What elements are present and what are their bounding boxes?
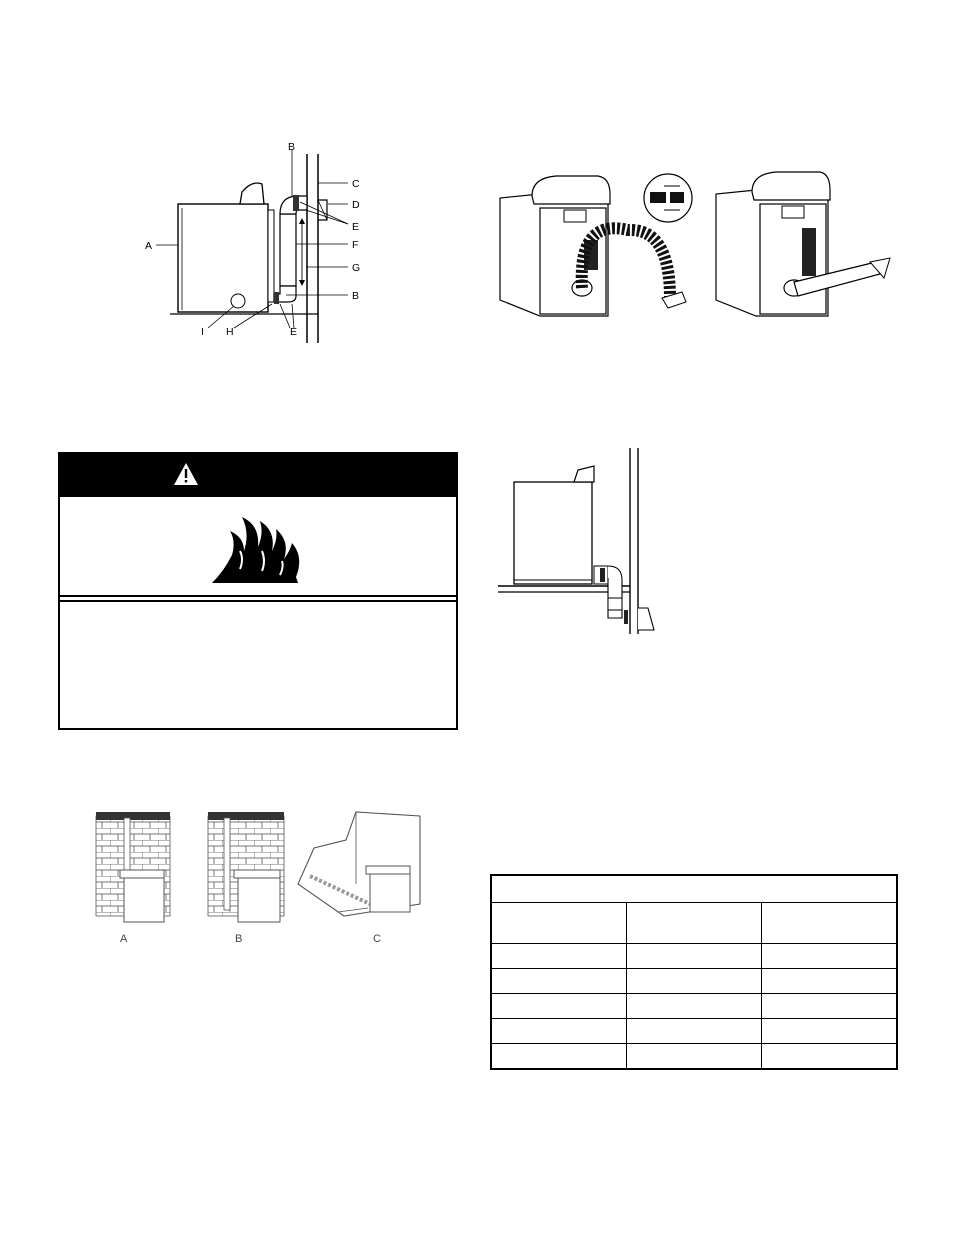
table-cell <box>761 968 898 994</box>
dryer-duct-routing-figure <box>499 171 891 317</box>
table-row <box>490 943 898 969</box>
table-cell <box>625 1018 763 1044</box>
table-cell <box>761 1018 898 1044</box>
option-c-label: C <box>373 933 381 945</box>
floor-vent-figure <box>498 448 655 634</box>
option-b-label: B <box>235 933 242 945</box>
table-cell <box>490 1043 627 1070</box>
table-cell <box>490 993 627 1019</box>
vent-route-options-figure: A B C <box>95 811 421 945</box>
vent-side-view-figure: A B C D E F G B I H E <box>145 141 360 343</box>
label-f: F <box>352 239 358 251</box>
warning-box <box>58 452 458 730</box>
table-cell <box>625 993 763 1019</box>
table-header-cell <box>490 902 627 944</box>
table-cell <box>761 993 898 1019</box>
label-e-top: E <box>352 221 359 233</box>
table-title-row <box>490 874 898 903</box>
table-cell <box>625 943 763 969</box>
fire-hazard-icon <box>212 517 300 583</box>
label-c: C <box>352 178 360 190</box>
warning-header <box>60 454 456 497</box>
table-cell <box>761 1043 898 1070</box>
table-row <box>490 993 898 1019</box>
table-cell <box>490 1018 627 1044</box>
label-g: G <box>352 262 360 274</box>
label-h: H <box>226 326 234 338</box>
table-header-row <box>490 902 898 944</box>
table-cell <box>490 943 627 969</box>
table-cell <box>625 1043 763 1070</box>
label-a: A <box>145 240 152 252</box>
warning-divider <box>60 600 456 602</box>
table-cell <box>761 943 898 969</box>
label-b-bottom: B <box>352 290 359 302</box>
label-b-top: B <box>288 141 295 153</box>
table-row <box>490 1018 898 1044</box>
table-header-cell <box>761 902 898 944</box>
option-a-label: A <box>120 933 128 945</box>
label-e-bottom: E <box>290 326 297 338</box>
label-d: D <box>352 199 360 211</box>
label-i: I <box>201 326 204 338</box>
table-row <box>490 968 898 994</box>
warning-triangle-icon <box>174 463 198 485</box>
table-cell <box>490 968 627 994</box>
table-cell <box>625 968 763 994</box>
table-row <box>490 1043 898 1070</box>
vent-length-table <box>490 874 898 1070</box>
fire-hazard-panel <box>60 497 456 597</box>
table-title-cell <box>490 874 898 903</box>
table-header-cell <box>625 902 763 944</box>
